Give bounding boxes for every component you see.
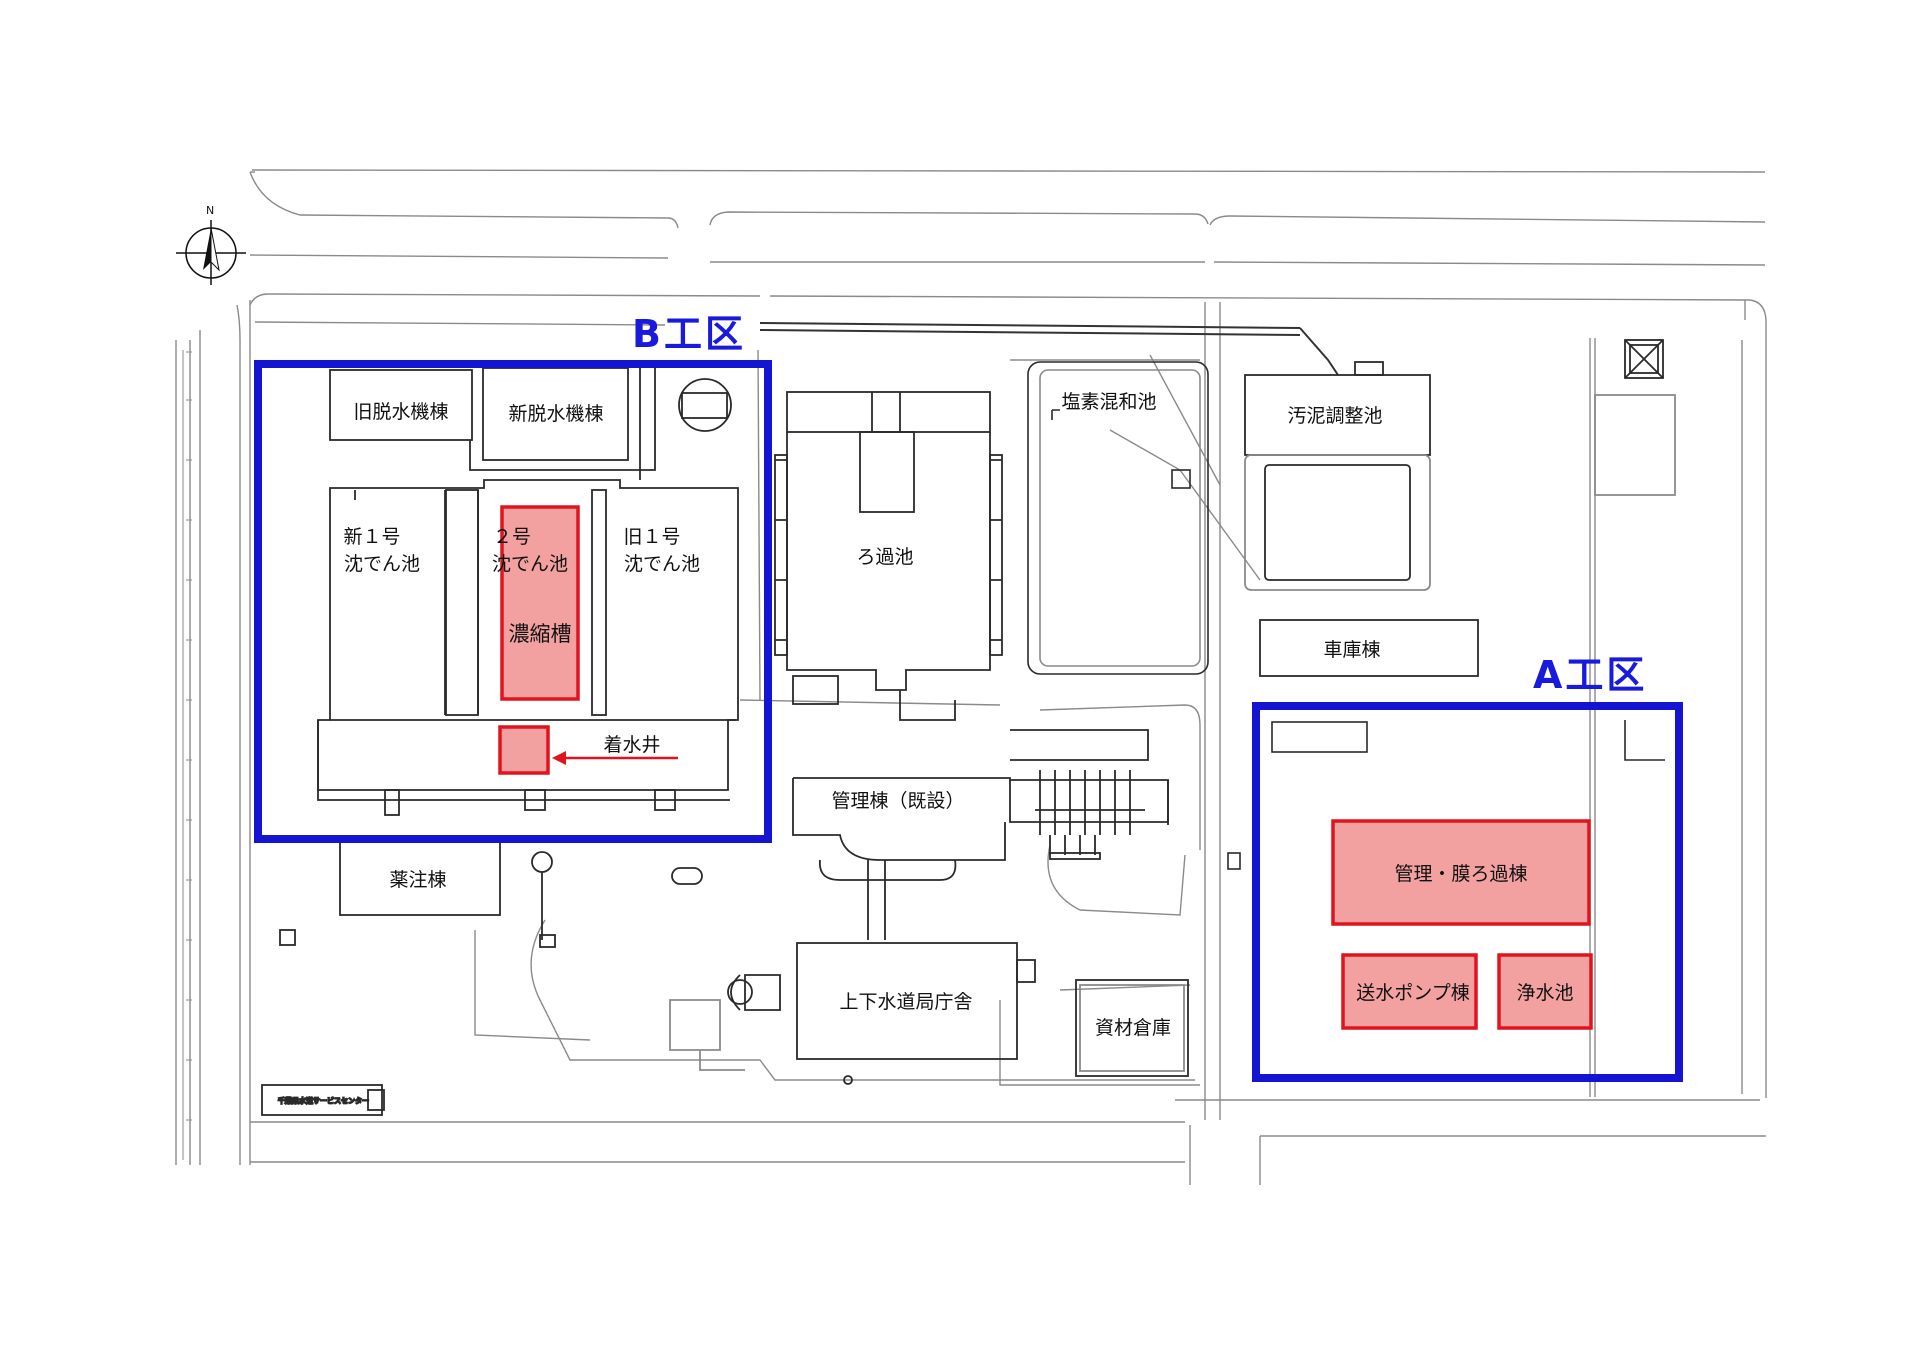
thickener-label: 濃縮槽 [509,622,572,646]
garage-label: 車庫棟 [1323,639,1380,661]
left-rail-marks [182,350,192,1160]
thickener-block [500,505,580,701]
no2-basin-label-2: 沈でん池 [492,553,568,575]
b-zone-boundary [254,360,772,843]
no2-basin-label-1: ２号 [493,526,531,548]
receiving-well-block [498,725,550,775]
admin-membrane-block [1331,819,1591,926]
filter-basin-label: ろ過池 [856,546,913,568]
chlorine-basin-structure [1027,361,1209,675]
road-linework [175,169,1767,1185]
sludge-structure [1244,339,1676,677]
pump-building-label: 送水ポンプ棟 [1356,982,1469,1004]
receiving-well-arrow [552,751,678,765]
service-center-note: 千葉県水道サービスセンター [278,1096,369,1105]
clear-water-block [1497,953,1593,1030]
water-bureau-label: 上下水道局庁舎 [839,991,972,1013]
new-no1-basin-label-1: 新１号 [343,526,400,548]
north-arrow-icon: N [176,204,246,285]
a-zone-label: A工区 [1533,653,1647,697]
top-rail [759,322,1339,376]
admin-membrane-label: 管理・膜ろ過棟 [1394,863,1527,885]
chemical-injection-label: 薬注棟 [389,869,446,891]
pump-building-block [1341,953,1478,1030]
new-facilities [498,505,1593,1030]
new-dehydrator-label: 新脱水機棟 [508,403,603,425]
bureau-structure: 千葉県水道サービスセンター [261,942,1189,1116]
b-zone-buildings [317,367,739,816]
a-zone-boundary [1252,702,1683,1082]
old-dehydrator-label: 旧脱水機棟 [353,401,448,423]
chlorine-mixing-label: 塩素混和池 [1061,391,1156,413]
b-zone-label: B工区 [632,312,746,356]
old-no1-basin-label-1: 旧１号 [623,526,680,548]
materials-storage-label: 資材倉庫 [1095,1017,1171,1039]
receiving-well-label: 着水井 [603,734,660,756]
a-zone-structure [1227,720,1665,870]
new-no1-basin-label-2: 沈でん池 [344,553,420,575]
north-label: N [206,204,214,217]
old-no1-basin-label-2: 沈でん池 [624,553,700,575]
sludge-adjust-label: 汚泥調整池 [1287,405,1382,427]
filter-basin-structure [774,391,1003,721]
clear-water-label: 浄水池 [1516,982,1573,1004]
admin-existing-label: 管理棟（既設） [831,790,964,812]
admin-existing-structure [792,729,1169,940]
